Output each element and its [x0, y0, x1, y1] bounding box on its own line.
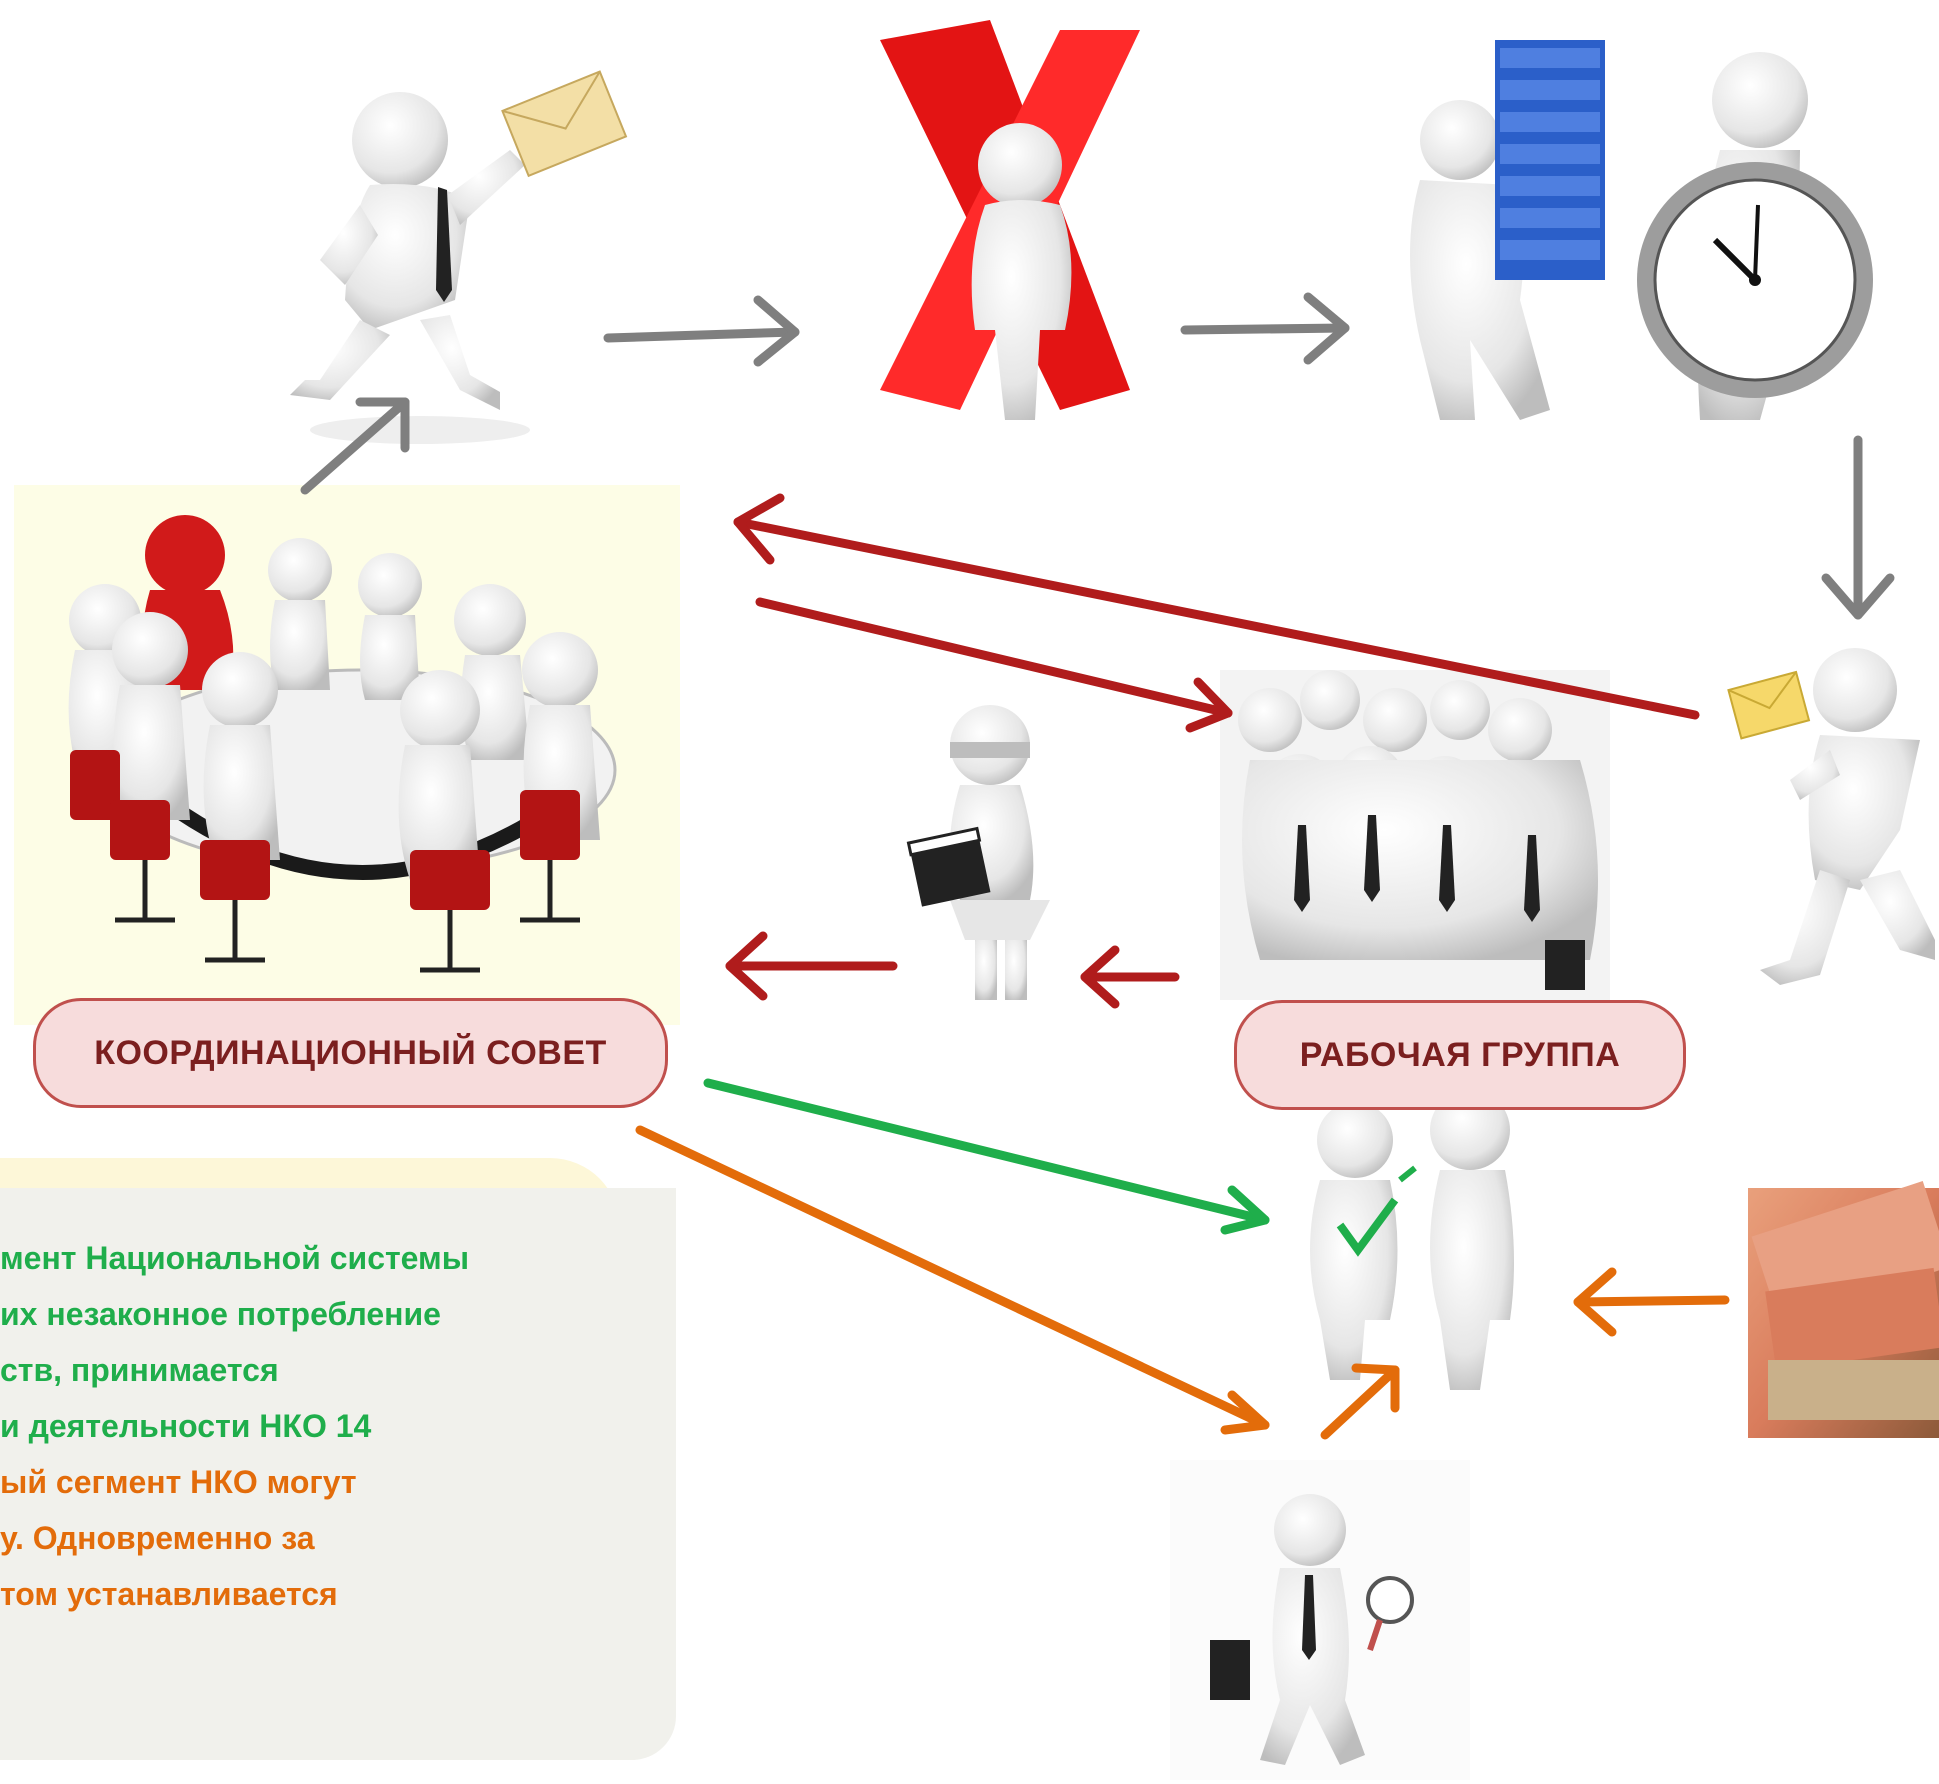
- note-line-7: том устанавливается: [0, 1576, 338, 1612]
- figure-carrying-folders-icon: [1410, 40, 1605, 420]
- note-line-1: мент Национальной системы: [0, 1240, 470, 1276]
- red-cross-figure-icon: [880, 20, 1140, 420]
- red-arrow-to-working-group: [755, 597, 1233, 733]
- figure-with-clock-icon: [1637, 52, 1873, 420]
- note-line-6: у. Одновременно за: [0, 1520, 315, 1556]
- grey-arrow-council-to-runner: [300, 397, 410, 495]
- note-panel: мент Национальной системы их незаконное …: [0, 1188, 676, 1760]
- grey-arrow-runner-to-cross: [603, 295, 800, 367]
- note-line-5: ый сегмент НКО могут: [0, 1464, 357, 1500]
- note-line-4: и деятельности НКО 14: [0, 1408, 372, 1444]
- working-group-huddle-icon: [1220, 670, 1610, 1000]
- inspector-with-magnifier-icon: [1170, 1460, 1470, 1780]
- orange-arrow-inspector-to-figures: [1320, 1363, 1400, 1440]
- runner-with-envelope-right-icon: [1727, 648, 1935, 985]
- grey-arrow-clock-down: [1821, 435, 1895, 620]
- red-arrow-to-council: [733, 493, 1700, 720]
- runner-with-envelope-icon: [290, 70, 628, 444]
- note-line-2: их незаконное потребление: [0, 1296, 441, 1332]
- working-group-label: РАБОЧАЯ ГРУППА: [1234, 1000, 1686, 1110]
- red-arrow-clapper-to-council: [725, 931, 898, 1001]
- grey-arrow-cross-to-folders: [1180, 292, 1350, 365]
- two-figures-checkmark-icon: [1310, 1090, 1514, 1390]
- orange-arrow-money-to-figures: [1573, 1267, 1730, 1337]
- banknotes-icon: [1748, 1181, 1939, 1438]
- figure-with-clapperboard-icon: [906, 705, 1050, 1000]
- meeting-table-icon: [14, 485, 680, 1025]
- green-arrow-council-to-figures: [703, 1078, 1270, 1235]
- orange-arrow-council-to-inspector: [635, 1125, 1270, 1435]
- note-line-3: ств, принимается: [0, 1352, 279, 1388]
- coordination-council-label: КООРДИНАЦИОННЫЙ СОВЕТ: [33, 998, 668, 1108]
- red-arrow-group-to-clapper: [1080, 945, 1180, 1009]
